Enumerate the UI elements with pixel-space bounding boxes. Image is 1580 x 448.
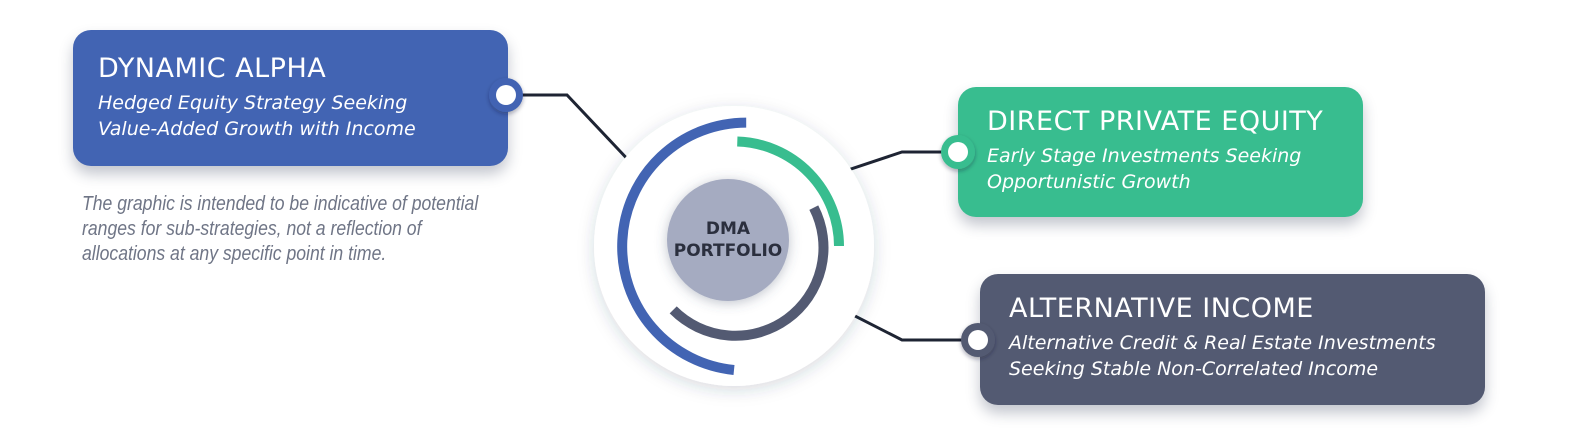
center-label-line: PORTFOLIO [673,241,783,261]
dynamic-alpha-description-line: Hedged Equity Strategy Seeking [98,92,408,114]
range-arc-direct-private-equity [737,136,844,247]
alternative-income-description-line: Seeking Stable Non-Correlated Income [1009,358,1379,380]
disclaimer-text: The graphic is intended to be indicative… [82,192,479,267]
portfolio-core [667,179,789,301]
range-arc-dynamic-alpha [617,117,747,375]
disclaimer-line: The graphic is intended to be indicative… [82,193,479,215]
center-label-line: DMA [705,219,751,239]
dynamic-alpha-title: DYNAMIC ALPHA [98,53,327,84]
alternative-income-title: ALTERNATIVE INCOME [1009,293,1314,324]
direct-private-equity-description-line: Early Stage Investments Seeking [987,145,1302,167]
disclaimer-line: allocations at any specific point in tim… [82,243,387,265]
direct-private-equity-card: DIRECT PRIVATE EQUITY Early Stage Invest… [958,87,1363,217]
portfolio-center-label: DMA PORTFOLIO [666,178,790,302]
direct-private-equity-description: Early Stage Investments Seeking Opportun… [987,143,1301,195]
disclaimer-line: ranges for sub-strategies, not a reflect… [82,218,422,240]
connector-dynamic-alpha [506,93,636,168]
alternative-income-description: Alternative Credit & Real Estate Investm… [1009,330,1436,382]
dynamic-alpha-card: DYNAMIC ALPHA Hedged Equity Strategy See… [73,30,508,166]
dynamic-alpha-description-line: Value-Added Growth with Income [98,118,416,140]
direct-private-equity-description-line: Opportunistic Growth [987,171,1191,193]
alternative-income-card: ALTERNATIVE INCOME Alternative Credit & … [980,274,1485,405]
direct-private-equity-title: DIRECT PRIVATE EQUITY [987,106,1324,137]
range-arc-alternative-income [669,205,829,341]
alternative-income-description-line: Alternative Credit & Real Estate Investm… [1009,332,1436,354]
dynamic-alpha-description: Hedged Equity Strategy Seeking Value-Add… [98,90,416,142]
